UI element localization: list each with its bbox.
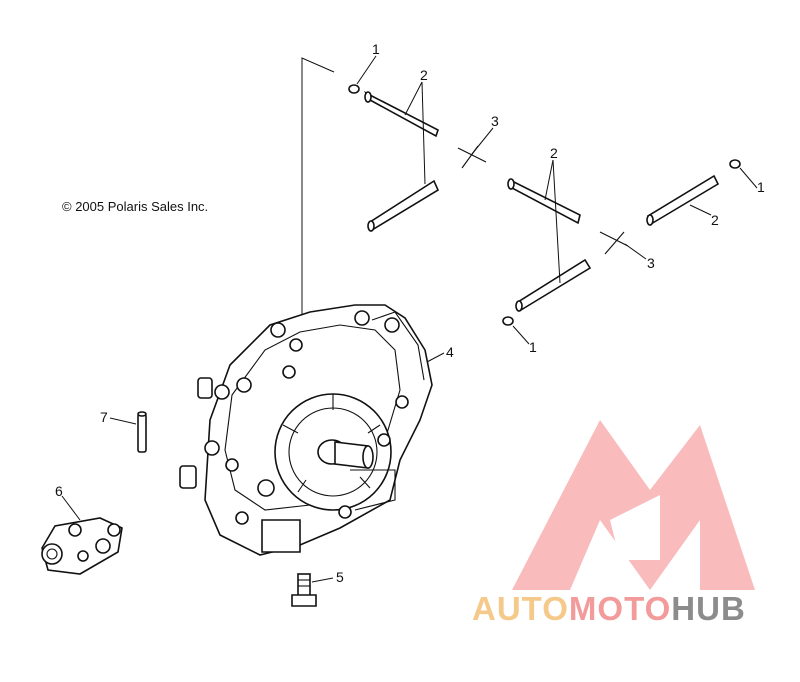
gearcase-housing [179, 304, 433, 556]
callout-2b: 2 [550, 145, 558, 161]
shaft-upper-left [363, 91, 439, 138]
callout-3b: 3 [647, 255, 655, 271]
bolt [291, 573, 317, 607]
callout-7: 7 [100, 409, 108, 425]
lead-1c [512, 325, 530, 345]
watermark-hub: HUB [671, 590, 746, 627]
lead-6 [61, 495, 81, 521]
callout-2a: 2 [420, 67, 428, 83]
lead-1a [356, 55, 377, 85]
callout-3a: 3 [491, 113, 499, 129]
lead-2a [404, 81, 423, 116]
shaft-lower-left [367, 179, 440, 232]
pin [137, 411, 147, 453]
lead-3a [471, 127, 494, 155]
lead-2b [421, 81, 426, 185]
lead-3b [624, 243, 647, 260]
copyright-text: © 2005 Polaris Sales Inc. [62, 199, 209, 214]
leader-housing [301, 57, 335, 320]
lead-2d [552, 159, 561, 284]
watermark-moto: MOTO [568, 590, 672, 627]
cross-joint-left [457, 145, 487, 169]
callout-1a: 1 [372, 41, 380, 57]
callout-4: 4 [446, 344, 454, 360]
shaft-lower-mid [515, 258, 592, 312]
callout-1c: 1 [529, 339, 537, 355]
shaft-mid [507, 178, 581, 225]
watermark-auto: AUTO [472, 590, 569, 627]
shaft-right [646, 174, 720, 226]
callout-1b: 1 [757, 179, 765, 195]
watermark-logo [512, 420, 755, 590]
callout-6: 6 [55, 483, 63, 499]
lead-7 [109, 417, 137, 425]
lead-2c [544, 159, 554, 201]
watermark-text: AUTOMOTOHUB [472, 590, 746, 628]
cap-right [729, 159, 741, 169]
lead-2e [689, 204, 712, 216]
callout-5: 5 [336, 569, 344, 585]
callout-2c: 2 [711, 212, 719, 228]
cap-top [348, 84, 360, 94]
lead-5 [311, 577, 334, 583]
cross-joint-right [599, 231, 629, 255]
cap-bottom [502, 316, 514, 326]
coupler [41, 517, 123, 575]
lead-1b [739, 167, 758, 189]
